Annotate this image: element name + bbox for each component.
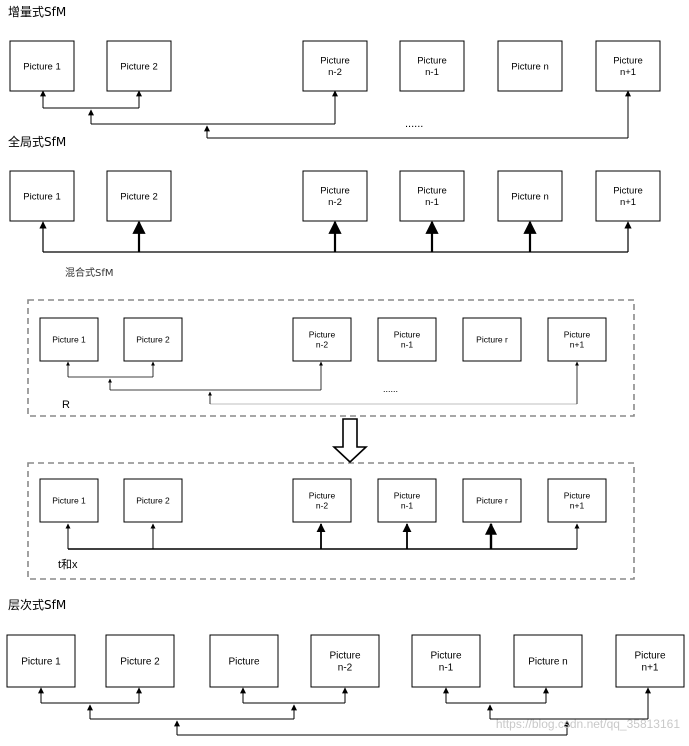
hybrid-title: 混合式SfM bbox=[65, 266, 114, 279]
picture-box-label: Picture 1 bbox=[21, 657, 61, 668]
picture-box: Picture n bbox=[497, 40, 563, 92]
picture-box: Picture 2 bbox=[106, 170, 172, 222]
incremental-title: 增量式SfM bbox=[8, 5, 66, 19]
picture-box: Picture 1 bbox=[9, 40, 75, 92]
picture-box-label: Picture 2 bbox=[120, 657, 160, 668]
picture-box-label: Picture 2 bbox=[120, 191, 158, 202]
picture-box-label: Picture r bbox=[476, 334, 508, 344]
hybrid-top-frame bbox=[27, 299, 635, 417]
picture-box-label: Picture 2 bbox=[136, 495, 170, 505]
picture-box-label: Picture 1 bbox=[52, 495, 86, 505]
picture-box-label: Picture n bbox=[511, 61, 549, 72]
hybrid-top-connectors bbox=[66, 361, 579, 405]
picture-box-label: Picture 1 bbox=[52, 334, 86, 344]
picture-box-label: Picture 1 bbox=[23, 191, 61, 202]
picture-box-label: Picture 1 bbox=[23, 61, 61, 72]
picture-box-label: Picture n bbox=[511, 191, 549, 202]
picture-box-label: Picture r bbox=[476, 495, 508, 505]
picture-box-label: Picture n bbox=[528, 657, 567, 668]
incremental-connectors bbox=[40, 90, 631, 139]
transition-arrow bbox=[331, 418, 369, 464]
picture-box: Picture 2 bbox=[123, 317, 183, 362]
picture-box: Picture 2 bbox=[123, 478, 183, 523]
picture-box: Picture 1 bbox=[39, 478, 99, 523]
hybrid-ellipsis: ...... bbox=[383, 384, 398, 394]
picture-box: Picture 2 bbox=[106, 40, 172, 92]
picture-box: Picture r bbox=[462, 317, 522, 362]
picture-box: Picture r bbox=[462, 478, 522, 523]
watermark: https://blog.csdn.net/qq_35813161 bbox=[496, 717, 680, 731]
picture-box: Picture 1 bbox=[9, 170, 75, 222]
picture-box: Picture 2 bbox=[105, 634, 175, 688]
incremental-ellipsis: ...... bbox=[405, 118, 423, 130]
picture-box-label: Picture 2 bbox=[136, 334, 170, 344]
picture-box: Picture 1 bbox=[39, 317, 99, 362]
picture-box-label: Picture bbox=[228, 657, 260, 668]
hierarchical-connectors bbox=[38, 687, 651, 736]
hybrid-top-label: R bbox=[62, 399, 70, 411]
picture-box-label: Picture 2 bbox=[120, 61, 158, 72]
hybrid-bottom-frame bbox=[27, 462, 635, 580]
global-connectors bbox=[39, 220, 632, 253]
global-title: 全局式SfM bbox=[8, 134, 66, 149]
picture-box: Picture 1 bbox=[6, 634, 76, 688]
hybrid-bottom-connectors bbox=[65, 522, 580, 550]
picture-box: Picture n bbox=[513, 634, 583, 688]
picture-box: Picture n bbox=[497, 170, 563, 222]
picture-box: Picture bbox=[209, 634, 279, 688]
hybrid-bottom-label: t和x bbox=[58, 558, 78, 571]
hierarchical-title: 层次式SfM bbox=[8, 598, 66, 612]
